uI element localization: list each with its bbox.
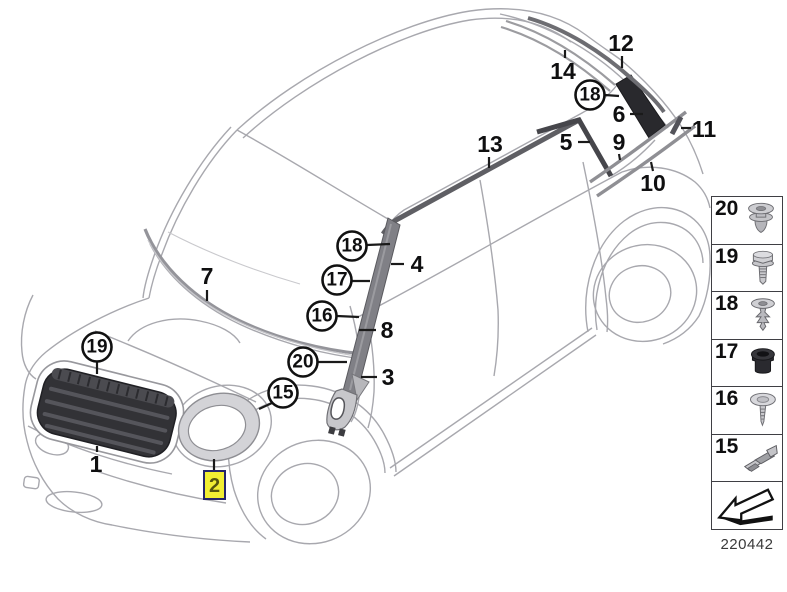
callout-18-pillar-label: 18 [341,236,362,257]
callout-2-highlight [203,470,226,500]
legend-item-16: 16 [712,387,782,435]
legend-item-15-number: 15 [715,434,739,458]
callout-11[interactable]: 11 [681,116,716,142]
part-windshield-lower-molding [143,228,365,358]
rubber-grommet-icon [750,347,775,374]
callout-19-label: 19 [86,337,107,358]
callout-15[interactable]: 15 [258,377,299,410]
callout-8[interactable]: 8 [359,317,394,343]
callout-4[interactable]: 4 [391,251,424,277]
part-rear-spoiler-strips [500,19,616,92]
callout-14-label: 14 [550,58,576,84]
part-roof-edge-strip-rear [527,16,666,114]
part-quarter-corner-piece [669,115,684,136]
callout-19[interactable]: 19 [81,331,113,375]
callout-18-rear[interactable]: 18 [574,79,620,111]
part-pillar-bracket [326,388,358,437]
callout-10-label: 10 [640,170,666,196]
pan-head-screw-icon [750,392,776,427]
legend-item-16-number: 16 [715,387,739,410]
hex-bolt-icon [751,250,774,285]
callout-13-label: 13 [477,131,503,157]
callout-20-label: 20 [292,352,313,373]
callout-9-label: 9 [613,129,626,155]
car-outline [20,8,711,545]
part-headlight-trim-ring [177,392,261,462]
callout-13[interactable]: 13 [477,131,503,168]
callout-3-label: 3 [382,364,395,390]
legend-item-17-number: 17 [715,339,739,363]
callout-10[interactable]: 10 [640,161,666,196]
callout-16-label: 16 [311,306,332,327]
callout-6[interactable]: 6 [613,101,643,127]
legend-item-20-number: 20 [715,197,739,220]
callout-17[interactable]: 17 [321,264,371,296]
callout-11-label: 11 [692,116,717,142]
grommet-icon [748,202,774,233]
part-quarter-window-strip-upper [589,110,688,184]
callout-1[interactable]: 1 [90,446,103,477]
legend-footer-arrow-cell [712,482,782,529]
callout-15-label: 15 [272,383,294,404]
callout-12[interactable]: 12 [608,30,634,68]
part-d-pillar-trim [615,74,666,139]
legend-item-20: 20 [712,197,782,245]
legend-item-19-number: 19 [715,244,739,268]
part-rear-door-window-channel [536,117,614,178]
callout-3[interactable]: 3 [361,364,394,390]
callout-5[interactable]: 5 [560,129,590,155]
part-front-grille [29,360,185,464]
callout-7-label: 7 [201,263,214,289]
callout-7[interactable]: 7 [201,263,214,301]
callout-18-pillar[interactable]: 18 [336,230,391,262]
callout-16[interactable]: 16 [306,300,360,332]
spring-clip-icon [743,444,778,472]
callout-4-label: 4 [411,251,424,277]
callout-8-label: 8 [381,317,394,343]
callout-2-selected[interactable]: 2 [203,459,226,500]
callout-5-label: 5 [560,129,573,155]
legend-item-17: 17 [712,339,782,387]
callout-2-label: 2 [209,475,220,497]
callout-17-label: 17 [326,270,347,291]
legend-item-18: 18 [712,292,782,340]
diagram-code: 220442 [720,536,774,553]
callout-20[interactable]: 20 [287,346,348,378]
direction-arrow-icon [717,488,775,526]
part-quarter-window-strip-lower [596,124,697,198]
callout-1-label: 1 [90,451,103,477]
callout-12-label: 12 [608,30,634,56]
legend-item-19: 19 [712,244,782,292]
callout-6-label: 6 [613,101,626,127]
callout-14[interactable]: 14 [550,50,576,84]
callout-18-rear-label: 18 [579,85,600,106]
legend-item-15: 15 [712,434,782,482]
fastener-legend: 20 19 18 17 [711,196,783,530]
callout-9[interactable]: 9 [613,129,626,161]
legend-item-18-number: 18 [715,292,739,315]
part-a-pillar-trim [342,217,401,402]
expansion-rivet-icon [750,298,775,332]
